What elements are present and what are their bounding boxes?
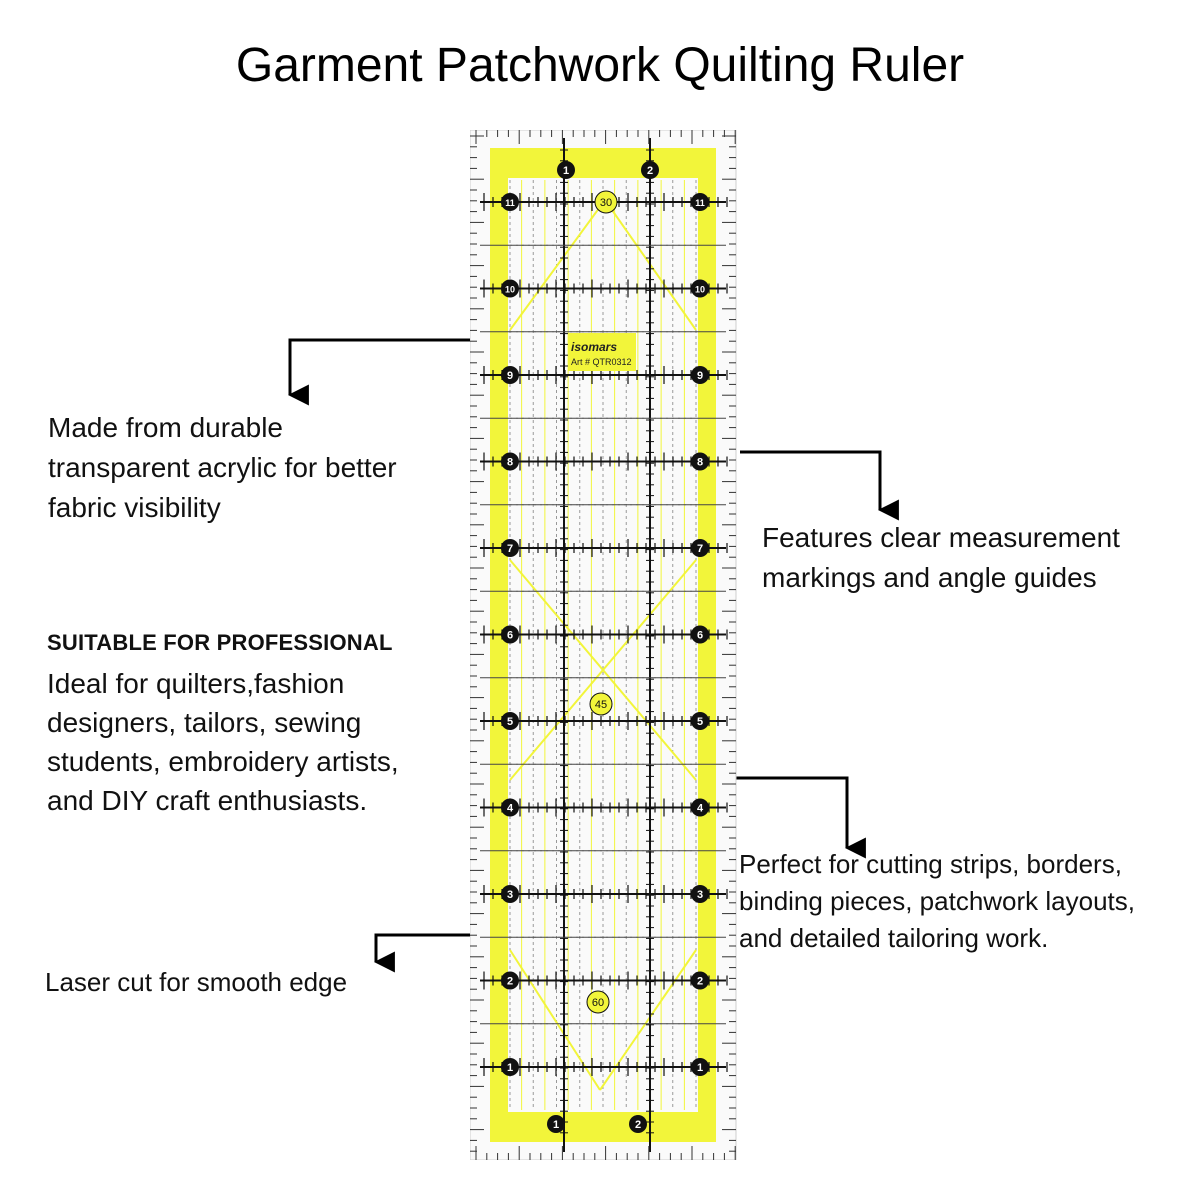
angle-badge xyxy=(586,990,610,1014)
callout-line: transparent acrylic for better xyxy=(48,452,397,483)
row-number-left-badge xyxy=(501,712,519,730)
callout-cutting: Perfect for cutting strips, borders, bin… xyxy=(739,846,1135,957)
column-number-bottom-badge xyxy=(547,1115,565,1133)
callout-markings: Features clear measurement markings and … xyxy=(762,518,1120,598)
row-number-left-badge xyxy=(501,625,519,644)
row-number-left: 9 xyxy=(507,370,513,382)
row-number-right-badge xyxy=(691,971,709,990)
row-number-left: 1 xyxy=(507,1062,513,1074)
row-number-left-badge xyxy=(501,193,519,211)
row-number-left: 5 xyxy=(507,716,513,728)
column-number-top-badge xyxy=(557,161,575,179)
row-number-right: 2 xyxy=(697,976,703,988)
row-number-left-badge xyxy=(501,971,519,990)
column-number-bottom-badge xyxy=(629,1115,647,1133)
row-number-right: 6 xyxy=(697,630,703,642)
page-title: Garment Patchwork Quilting Ruler xyxy=(235,39,965,92)
row-number-left: 6 xyxy=(507,630,513,642)
angle-label: 45 xyxy=(595,699,607,711)
callout-line: Made from durable xyxy=(48,412,284,443)
callout-line: Ideal for quilters,fashion xyxy=(47,668,345,699)
row-number-right: 10 xyxy=(695,285,705,295)
callout-line: fabric visibility xyxy=(48,492,221,523)
callout-acrylic: Made from durable transparent acrylic fo… xyxy=(48,408,397,528)
row-number-right-badge xyxy=(691,625,709,644)
row-number-left-badge xyxy=(501,452,519,471)
callout-line: Laser cut for smooth edge xyxy=(45,967,348,997)
row-number-left-badge xyxy=(501,798,519,817)
brand-label: isomars xyxy=(571,340,617,354)
arrow-markings xyxy=(740,450,899,521)
row-number-left: 2 xyxy=(507,976,513,988)
row-number-right: 11 xyxy=(695,198,705,208)
callout-line: Perfect for cutting strips, borders, xyxy=(739,849,1122,879)
row-number-left-badge xyxy=(501,885,519,903)
row-number-right-badge xyxy=(691,366,709,384)
row-number-right-badge xyxy=(691,452,709,471)
row-number-right-badge xyxy=(691,712,709,730)
angle-badge xyxy=(594,190,618,214)
row-number-right-badge xyxy=(691,193,709,211)
callout-line: Features clear measurement xyxy=(762,522,1120,553)
callout-line: markings and angle guides xyxy=(762,562,1097,593)
row-number-left-badge xyxy=(501,539,519,557)
row-number-right-badge xyxy=(691,279,709,298)
column-number-top: 1 xyxy=(563,165,569,177)
row-number-right: 3 xyxy=(697,889,703,901)
callout-line: and DIY craft enthusiasts. xyxy=(47,785,368,816)
column-labels: 1 2 1 2 xyxy=(547,161,659,1133)
brand-label-box xyxy=(568,333,636,371)
column-number-top-badge xyxy=(641,161,659,179)
row-number-right: 4 xyxy=(697,803,704,815)
row-number-left: 4 xyxy=(507,803,514,815)
row-number-left: 3 xyxy=(507,889,513,901)
row-number-left-badge xyxy=(501,366,519,384)
callout-line: binding pieces, patchwork layouts, xyxy=(739,886,1136,916)
row-number-right-badge xyxy=(691,798,709,817)
column-number-top: 2 xyxy=(647,165,653,177)
row-number-right: 9 xyxy=(697,370,703,382)
arrow-acrylic xyxy=(287,338,530,406)
angle-labels: 30 45 60 xyxy=(586,190,618,1014)
row-number-left: 11 xyxy=(505,198,515,208)
row-number-left: 8 xyxy=(507,457,513,469)
callout-line: students, embroidery artists, xyxy=(47,746,399,777)
row-number-right: 8 xyxy=(697,457,703,469)
ruler-edge-ticks xyxy=(470,130,736,1160)
row-number-right-badge xyxy=(691,1058,709,1076)
row-number-right: 1 xyxy=(697,1062,703,1074)
professional-heading: SUITABLE FOR PROFESSIONAL xyxy=(47,630,393,655)
callout-laser: Laser cut for smooth edge xyxy=(45,964,347,1001)
angle-label: 60 xyxy=(592,997,604,1009)
callout-line: designers, tailors, sewing xyxy=(47,707,362,738)
row-number-right: 7 xyxy=(697,543,703,555)
art-number: Art # QTR0312 xyxy=(571,357,632,367)
row-number-right-badge xyxy=(691,885,709,903)
row-number-left-badge xyxy=(501,279,519,298)
row-number-left: 10 xyxy=(505,285,515,295)
row-number-right-badge xyxy=(691,539,709,557)
angle-label: 30 xyxy=(600,197,612,209)
callout-professional: Ideal for quilters,fashion designers, ta… xyxy=(47,664,399,820)
callout-line: and detailed tailoring work. xyxy=(739,923,1049,953)
row-number-right: 5 xyxy=(697,716,703,728)
angle-badge xyxy=(589,692,613,716)
row-number-left-badge xyxy=(501,1058,519,1076)
column-number-bottom: 1 xyxy=(553,1119,559,1131)
column-number-bottom: 2 xyxy=(635,1119,641,1131)
row-number-left: 7 xyxy=(507,543,513,555)
